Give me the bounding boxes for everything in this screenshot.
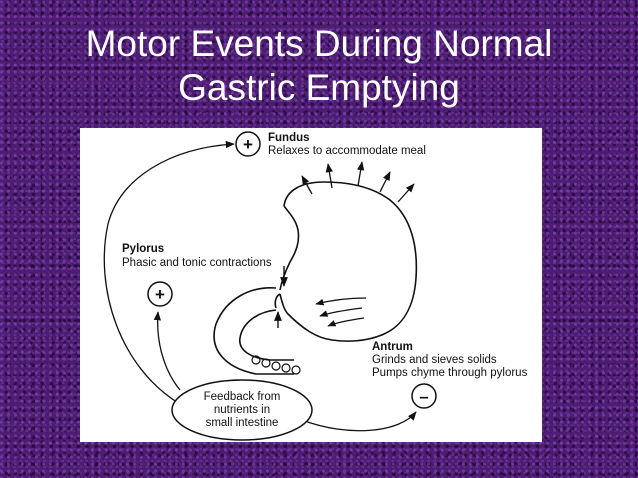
fundus-label: Fundus: [268, 132, 310, 144]
pylorus-label: Pylorus: [122, 243, 164, 255]
antrum-label: Antrum: [372, 341, 413, 353]
pylorus-description: Phasic and tonic contractions: [122, 257, 272, 269]
feedback-to-fundus-arrow: [103, 140, 235, 405]
title-line-1: Motor Events During Normal: [85, 23, 553, 64]
fundus-plus-badge: [235, 131, 261, 157]
feedback-line-3: small intestine: [206, 417, 279, 429]
fundus-description: Relaxes to accommodate meal: [268, 145, 426, 157]
slide-title: Motor Events During Normal Gastric Empty…: [0, 22, 638, 110]
pylorus-plus-badge: [147, 281, 173, 307]
duodenum-bubbles: [251, 355, 301, 375]
feedback-line-2: nutrients in: [214, 404, 270, 416]
gastric-diagram: + Fundus Relaxes to accommodate meal Pyl…: [103, 131, 528, 441]
feedback-to-pylorus-arrow: [153, 311, 181, 391]
fundus-plus-sign: +: [243, 135, 253, 154]
feedback-line-1: Feedback from: [204, 391, 281, 403]
feedback-to-antrum-arrow: [301, 411, 417, 432]
antrum-contraction-arrows: [315, 297, 367, 327]
antrum-minus-badge: [411, 383, 437, 409]
title-line-2: Gastric Emptying: [178, 67, 460, 108]
antrum-description-line2: Pumps chyme through pylorus: [372, 367, 528, 379]
fundus-relax-arrows: [301, 161, 415, 203]
pylorus-plus-sign: +: [155, 285, 165, 304]
feedback-ellipse: [171, 379, 313, 441]
antrum-description-line1: Grinds and sieves solids: [372, 354, 497, 366]
stomach-outline: [213, 181, 418, 375]
diagram-panel: + Fundus Relaxes to accommodate meal Pyl…: [80, 128, 542, 442]
antrum-minus-sign: –: [419, 387, 428, 406]
